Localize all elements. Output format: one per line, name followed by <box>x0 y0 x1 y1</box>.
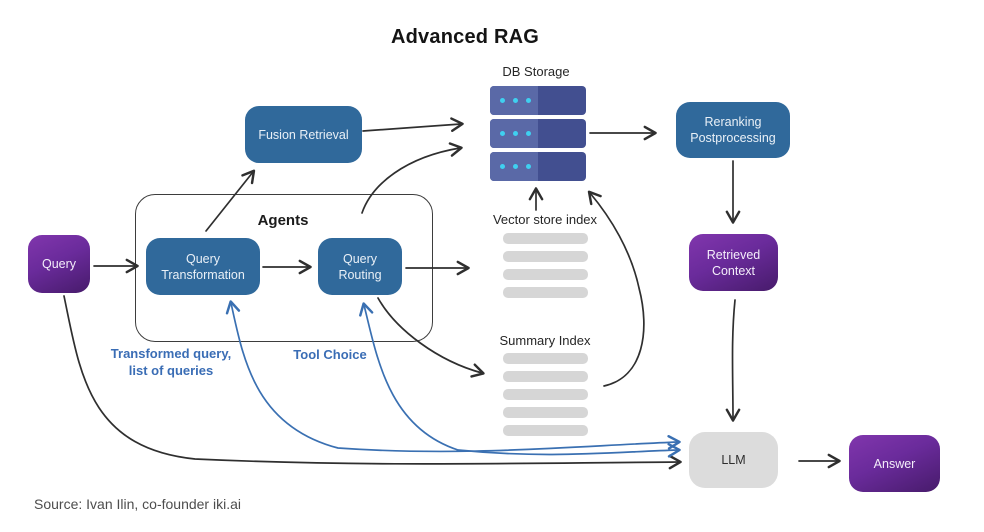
db-storage-icon <box>490 86 586 183</box>
summary-index-label: Summary Index <box>499 333 591 348</box>
page-title: Advanced RAG <box>391 26 539 48</box>
db-storage-label: DB Storage <box>502 64 570 79</box>
agents-label: Agents <box>257 212 309 229</box>
edge-fusion-to-db <box>362 117 464 132</box>
tool-choice-note: Tool Choice <box>293 347 367 362</box>
answer-node: Answer <box>849 435 940 492</box>
transformed-query-note-line2: list of queries <box>128 363 214 378</box>
query-node: Query <box>28 235 90 293</box>
retrieved-context-node: Retrieved Context <box>689 234 778 291</box>
transformed-query-note-line1: Transformed query, <box>110 346 232 361</box>
llm-node: LLM <box>689 432 778 488</box>
query-routing-node: Query Routing <box>318 238 402 295</box>
vector-store-index-label: Vector store index <box>492 212 598 227</box>
query-transformation-node: Query Transformation <box>146 238 260 295</box>
fusion-retrieval-node: Fusion Retrieval <box>245 106 362 163</box>
edge-retrieved-to-llm <box>725 299 741 422</box>
reranking-postprocessing-node: Reranking Postprocessing <box>676 102 790 158</box>
source-credit: Source: Ivan Ilin, co-founder iki.ai <box>34 496 241 512</box>
